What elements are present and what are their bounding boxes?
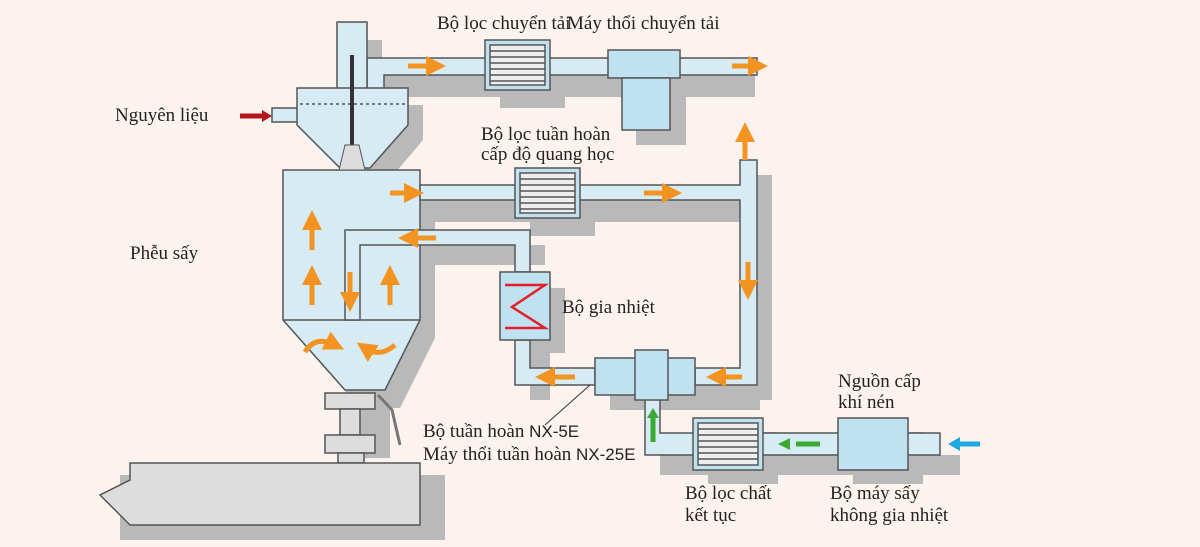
label-condensate-filter-1: Bộ lọc chất (685, 483, 772, 504)
heater-coil-icon (505, 283, 550, 330)
label-optical-filter-2: cấp độ quang học (481, 144, 615, 165)
label-drying-hopper: Phễu sấy (130, 243, 199, 264)
conveying-blower-box (607, 49, 681, 79)
label-dryer-2: không gia nhiệt (830, 505, 949, 526)
airflow-arrow-icons (302, 56, 768, 387)
label-condensate-filter-2: kết tục (685, 505, 737, 526)
label-circulation-blower: Máy thổi tuần hoàn NX-25E (423, 444, 636, 465)
material-arrow-icon (262, 110, 272, 122)
compressed-air-arrow-icon (948, 437, 960, 451)
label-heater: Bộ gia nhiệt (562, 297, 655, 318)
label-material: Nguyên liệu (115, 105, 209, 126)
label-optical-filter-1: Bộ lọc tuần hoàn (481, 124, 611, 145)
agitator (338, 144, 366, 171)
label-dryer-1: Bộ máy sấy (830, 483, 920, 504)
label-air-source-2: khí nén (838, 392, 895, 413)
heater-box (499, 271, 551, 341)
filter-grilles (489, 44, 759, 466)
dry-air-arrow-icons (650, 418, 820, 447)
label-conveying-filter: Bộ lọc chuyển tải (437, 13, 571, 34)
label-circulator: Bộ tuần hoàn NX-5E (423, 421, 580, 442)
label-air-source-1: Nguồn cấp (838, 371, 921, 392)
dryer-box (837, 417, 909, 471)
flow-arrows (240, 56, 980, 451)
label-conveying-blower: Máy thổi chuyển tải (567, 13, 720, 34)
